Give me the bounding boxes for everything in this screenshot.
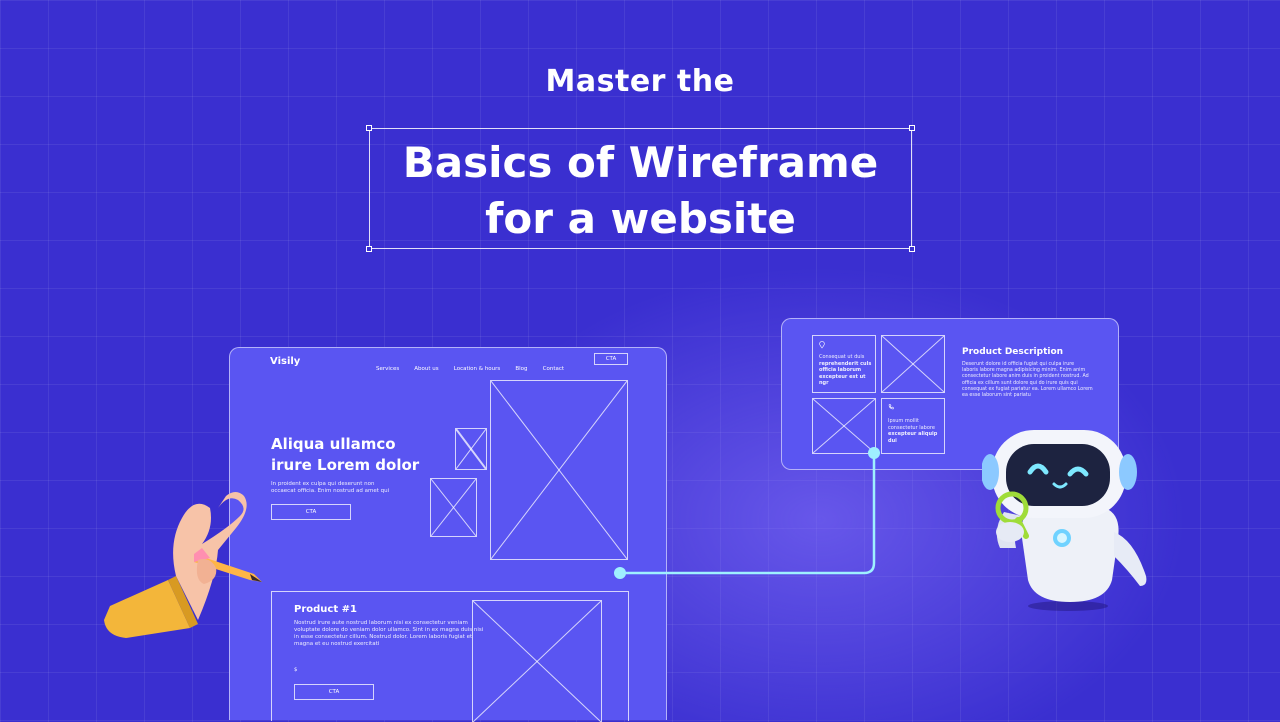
logo: Visily	[270, 356, 300, 367]
desc-line: ea esse laborum sint pariatu	[962, 393, 1031, 399]
desc-line: Deserunt dolore id officia fugiat qui cu…	[962, 362, 1075, 367]
desc-line: officia ex cillum sunt dolore qui do iru…	[962, 380, 1078, 386]
location-line: officia laborum	[819, 367, 862, 373]
pretitle: Master the	[545, 64, 735, 99]
top-nav: Services About us Location & hours Blog …	[376, 355, 574, 374]
product-description: Nostrud irure aute nostrud laborum nisi …	[294, 620, 483, 648]
selection-handle	[909, 246, 915, 252]
desc-line: consectetur labore anim duis in proident…	[962, 374, 1089, 380]
nav-item[interactable]: Services	[376, 366, 400, 372]
image-placeholder-large	[490, 380, 628, 560]
selection-handle	[909, 125, 915, 131]
phone-icon	[888, 404, 894, 410]
product-line: magna et eu nostrud exercitati	[294, 641, 380, 647]
product-line: Nostrud irure aute nostrud laborum nisi …	[294, 620, 468, 626]
connector-node	[614, 567, 626, 579]
product-cta-button[interactable]: CTA	[294, 684, 374, 700]
connector-node	[868, 447, 880, 459]
title-line-2: for a website	[485, 194, 796, 243]
hero-headline: Aliqua ullamco irure Lorem dolor	[271, 434, 419, 476]
main-wireframe-panel: Visily Services About us Location & hour…	[229, 347, 667, 722]
product-card: Product #1 Nostrud irure aute nostrud la…	[271, 591, 629, 722]
phone-line: consectetur labore	[888, 424, 935, 431]
image-placeholder	[881, 335, 945, 393]
selection-handle	[366, 125, 372, 131]
image-placeholder-small	[455, 428, 487, 470]
location-line: Consequat ut duis	[819, 354, 865, 360]
hand-with-pencil-icon	[104, 492, 262, 638]
headline-line-2: irure Lorem dolor	[271, 456, 420, 474]
selection-handle	[366, 246, 372, 252]
hero-body-line: In proident ex culpa qui deserunt non	[271, 481, 375, 487]
product-price: $	[294, 667, 298, 673]
phone-card: Ipsum mollit consectetur labore excepteu…	[881, 398, 945, 454]
location-text: Consequat ut duis reprehenderit culs off…	[819, 354, 875, 387]
product-title: Product #1	[294, 604, 357, 615]
desc-line: consequat ex fugiat pariatur ea. Lorem u…	[962, 386, 1093, 392]
desc-line: laboris labore magna adipisicing minim. …	[962, 368, 1086, 374]
detail-wireframe-panel: Consequat ut duis reprehenderit culs off…	[781, 318, 1119, 470]
hero-body: In proident ex culpa qui deserunt non oc…	[271, 481, 389, 495]
product-line: voluptate dolore do veniam dolor ullamco…	[294, 627, 484, 633]
title-frame: Basics of Wireframe for a website	[366, 125, 915, 252]
location-line: reprehenderit culs	[819, 360, 872, 367]
hero-cta-button[interactable]: CTA	[271, 504, 351, 520]
nav-item[interactable]: Location & hours	[453, 366, 501, 372]
connector-line	[614, 447, 880, 579]
title-line-1: Basics of Wireframe	[402, 138, 879, 187]
image-placeholder	[812, 398, 876, 454]
location-line: excepteur est ut ngr	[819, 373, 866, 387]
nav-item[interactable]: About us	[414, 366, 439, 372]
image-placeholder-small	[430, 478, 477, 537]
phone-line: excepteur aliquip dui	[888, 431, 938, 444]
nav-item[interactable]: Blog	[515, 366, 528, 372]
product-image-placeholder	[472, 600, 602, 722]
nav-cta-button[interactable]: CTA	[594, 353, 628, 365]
headline-line-1: Aliqua ullamco	[271, 435, 396, 453]
product-description-body: Deserunt dolore id officia fugiat qui cu…	[962, 362, 1093, 399]
hero-body-line: occaecat officia. Enim nostrud ad amet q…	[271, 488, 390, 494]
location-pin-icon	[819, 341, 825, 349]
product-line: in esse consectetur cillum. Nostrud dolo…	[294, 634, 473, 640]
logo-text: Visily	[270, 356, 301, 367]
product-description-title: Product Description	[962, 347, 1064, 357]
location-card: Consequat ut duis reprehenderit culs off…	[812, 335, 876, 393]
nav-item[interactable]: Contact	[542, 366, 565, 372]
phone-line: Ipsum mollit	[888, 418, 919, 424]
robot-mascot-icon	[982, 430, 1147, 611]
phone-text: Ipsum mollit consectetur labore excepteu…	[888, 418, 944, 444]
